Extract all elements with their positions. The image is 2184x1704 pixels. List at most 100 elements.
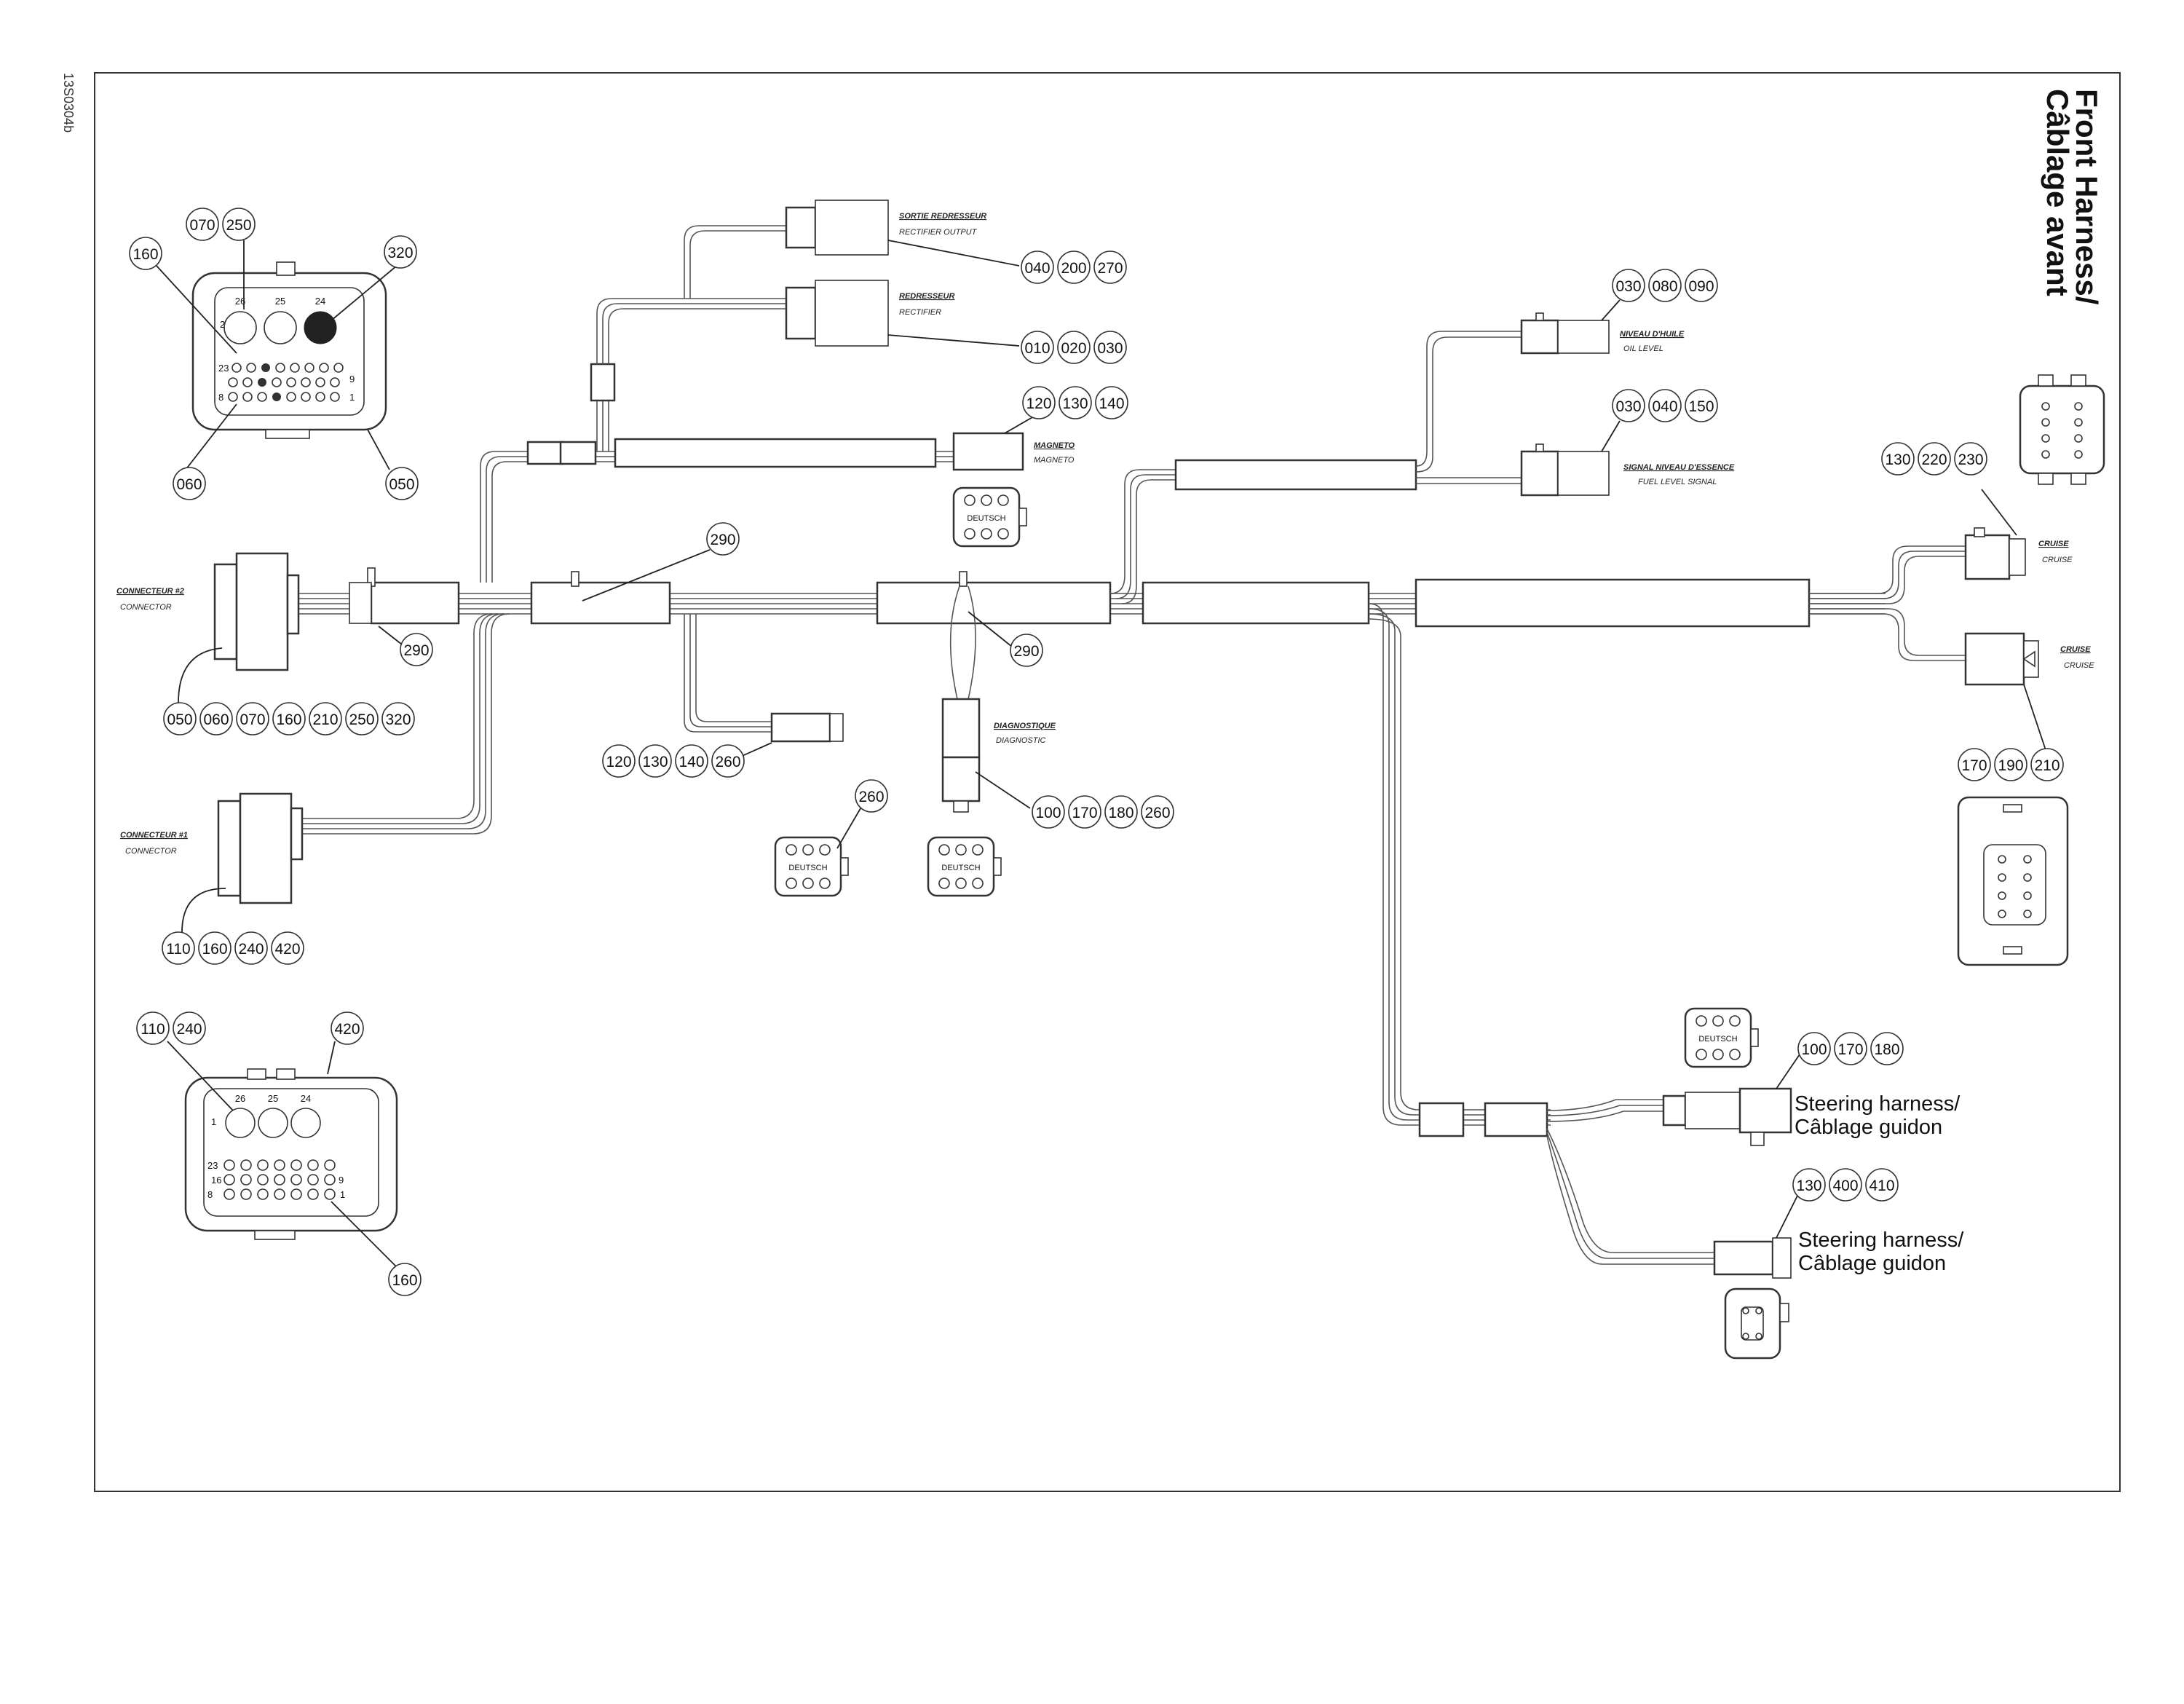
svg-text:260: 260 (858, 789, 884, 805)
svg-text:030: 030 (1615, 278, 1641, 295)
svg-text:420: 420 (334, 1021, 360, 1038)
callouts-cruise-a: 130 220 230 (1881, 442, 1987, 476)
cruise-connector-b-face (1957, 796, 2069, 966)
main-trunk (291, 567, 1886, 628)
svg-text:CONNECTOR: CONNECTOR (120, 603, 172, 612)
svg-text:CRUISE: CRUISE (2042, 556, 2073, 564)
svg-text:130: 130 (1885, 451, 1910, 468)
svg-text:100: 100 (1801, 1041, 1827, 1058)
svg-text:050: 050 (167, 711, 192, 728)
svg-text:130: 130 (1062, 395, 1088, 412)
svg-text:CONNECTOR: CONNECTOR (125, 847, 177, 856)
svg-text:DEUTSCH: DEUTSCH (967, 514, 1005, 523)
callout-290-mid: 290 (1010, 634, 1043, 667)
steering-connector-1: Steering harness/ Câblage guidon (1662, 1054, 1961, 1146)
right-end-wires (1809, 545, 1966, 661)
svg-text:2: 2 (220, 319, 225, 330)
svg-text:050: 050 (389, 476, 414, 493)
svg-text:170: 170 (1837, 1041, 1863, 1058)
svg-text:SIGNAL NIVEAU D'ESSENCE: SIGNAL NIVEAU D'ESSENCE (1623, 463, 1735, 472)
svg-text:DIAGNOSTIQUE: DIAGNOSTIQUE (994, 722, 1056, 730)
svg-text:DEUTSCH: DEUTSCH (941, 864, 980, 872)
svg-text:240: 240 (176, 1021, 202, 1038)
callout-290-top: 290 (582, 522, 740, 601)
svg-text:26: 26 (235, 1093, 245, 1104)
svg-text:26: 26 (235, 296, 245, 307)
mid-branch (684, 614, 844, 758)
callouts-diagnostic: 100 170 180 260 (1032, 795, 1174, 829)
cruise-connector-a-face (2019, 374, 2105, 485)
svg-text:160: 160 (276, 711, 301, 728)
svg-text:120: 120 (1026, 395, 1051, 412)
svg-text:160: 160 (392, 1272, 417, 1289)
svg-text:Câblage guidon: Câblage guidon (1795, 1116, 1942, 1139)
svg-text:Steering harness/: Steering harness/ (1798, 1228, 1964, 1252)
document-id: 13S0304b (61, 73, 76, 133)
detail-connector-top: 26 25 24 2 23 9 8 1 (156, 240, 397, 470)
callouts-connector-2: 050 060 070 160 210 250 320 (163, 702, 415, 735)
svg-text:25: 25 (275, 296, 285, 307)
svg-text:160: 160 (132, 246, 158, 263)
svg-text:NIVEAU D'HUILE: NIVEAU D'HUILE (1620, 330, 1685, 339)
callouts-connector-1: 110 160 240 420 (162, 931, 304, 965)
callouts-rectifier-output: 040 200 270 (1021, 251, 1127, 284)
callouts-detail-top: 070 250 160 320 060 050 (129, 208, 419, 500)
cruise-connector-a: CRUISE CRUISE (1964, 489, 2073, 580)
svg-text:250: 250 (349, 711, 374, 728)
svg-text:190: 190 (1998, 757, 2023, 774)
svg-text:290: 290 (1013, 643, 1039, 660)
deutsch-connector-diagnostic: DEUTSCH (927, 836, 1002, 897)
svg-text:210: 210 (312, 711, 338, 728)
steering-branch (1368, 603, 1714, 1265)
svg-text:420: 420 (274, 941, 300, 958)
svg-text:Steering harness/: Steering harness/ (1795, 1092, 1961, 1116)
svg-text:200: 200 (1061, 260, 1086, 277)
svg-text:170: 170 (1961, 757, 1987, 774)
svg-text:180: 180 (1874, 1041, 1899, 1058)
svg-text:260: 260 (1144, 805, 1170, 821)
callouts-oil-level: 030 080 090 (1612, 269, 1718, 302)
svg-text:150: 150 (1688, 398, 1714, 415)
svg-text:MAGNETO: MAGNETO (1034, 456, 1075, 465)
fuel-level-connector: SIGNAL NIVEAU D'ESSENCE FUEL LEVEL SIGNA… (1520, 420, 1735, 497)
svg-text:8: 8 (218, 392, 223, 403)
svg-text:010: 010 (1024, 340, 1050, 357)
callout-260: 260 (836, 779, 888, 849)
lower-left-branch (298, 613, 510, 835)
steering-connector-2-face (1724, 1287, 1789, 1360)
svg-text:320: 320 (387, 245, 413, 261)
connector-2: CONNECTEUR #2 CONNECTOR (116, 552, 372, 703)
svg-text:23: 23 (207, 1160, 218, 1171)
deutsch-connector-260: DEUTSCH (774, 836, 850, 897)
svg-text:160: 160 (202, 941, 227, 958)
magneto-connector: MAGNETO MAGNETO (952, 416, 1075, 471)
svg-text:230: 230 (1958, 451, 1983, 468)
svg-text:CRUISE: CRUISE (2060, 645, 2091, 654)
title-line-1: Front Harness/ (2070, 89, 2104, 305)
svg-text:070: 070 (189, 217, 215, 234)
svg-text:1: 1 (349, 392, 355, 403)
svg-text:070: 070 (240, 711, 265, 728)
callouts-steering-1: 100 170 180 (1797, 1032, 1904, 1065)
svg-text:060: 060 (176, 476, 202, 493)
svg-text:CONNECTEUR #2: CONNECTEUR #2 (116, 587, 184, 596)
svg-text:DIAGNOSTIC: DIAGNOSTIC (996, 736, 1046, 745)
svg-text:DEUTSCH: DEUTSCH (788, 864, 827, 872)
svg-text:040: 040 (1024, 260, 1050, 277)
svg-text:400: 400 (1832, 1178, 1858, 1194)
svg-text:25: 25 (268, 1093, 278, 1104)
svg-text:290: 290 (710, 532, 735, 548)
svg-text:8: 8 (207, 1189, 213, 1200)
svg-text:020: 020 (1061, 340, 1086, 357)
upper-branch (480, 225, 954, 583)
svg-text:9: 9 (339, 1175, 344, 1186)
callout-290-left: 290 (378, 626, 433, 666)
svg-text:090: 090 (1688, 278, 1714, 295)
svg-text:250: 250 (226, 217, 251, 234)
svg-text:MAGNETO: MAGNETO (1034, 441, 1075, 450)
callouts-mid-branch: 120 130 140 260 (602, 744, 745, 778)
callouts-steering-2: 130 400 410 (1792, 1168, 1899, 1202)
svg-text:410: 410 (1869, 1178, 1894, 1194)
cruise-connector-b: CRUISE CRUISE (1964, 632, 2094, 751)
